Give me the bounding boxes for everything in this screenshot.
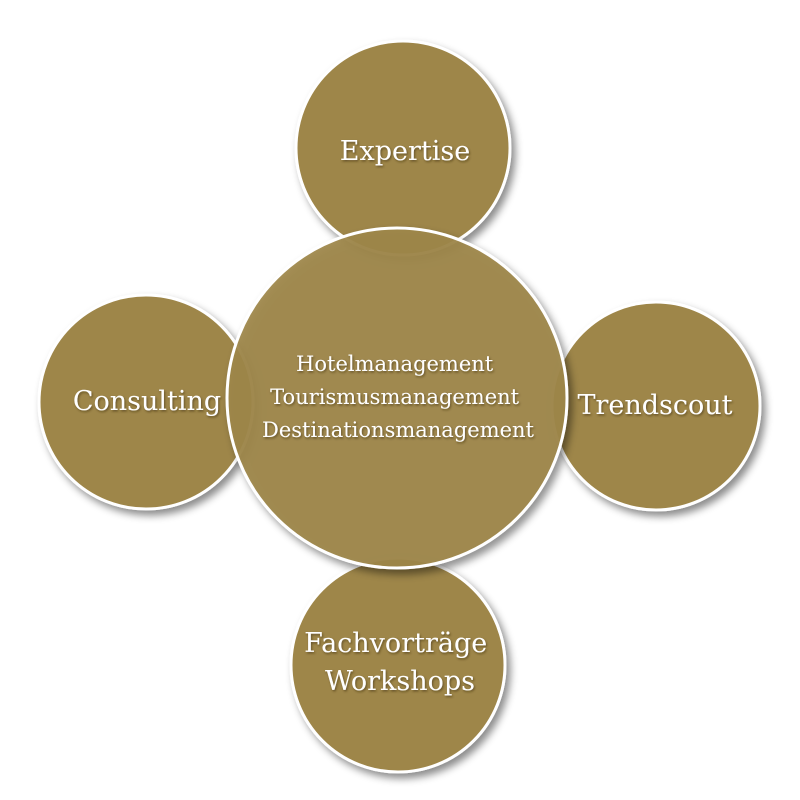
label-left-line-1: Consulting (73, 386, 221, 417)
label-center-line-1: Hotelmanagement (296, 352, 494, 376)
circle-center-group (225, 226, 569, 570)
label-right: Trendscout (577, 390, 732, 421)
label-bottom: Fachvorträge Workshops (304, 628, 496, 697)
circle-center (225, 226, 569, 570)
label-right-line-1: Trendscout (577, 390, 732, 421)
label-center-line-2: Tourismusmanagement (270, 385, 520, 409)
label-bottom-line-1: Fachvorträge (304, 628, 487, 659)
label-center-line-3: Destinationsmanagement (262, 418, 535, 442)
label-center: Hotelmanagement Tourismusmanagement Dest… (262, 352, 535, 442)
label-top: Expertise (340, 136, 470, 167)
label-left: Consulting (73, 386, 221, 417)
label-top-line-1: Expertise (340, 136, 470, 167)
label-bottom-line-2: Workshops (325, 666, 475, 697)
